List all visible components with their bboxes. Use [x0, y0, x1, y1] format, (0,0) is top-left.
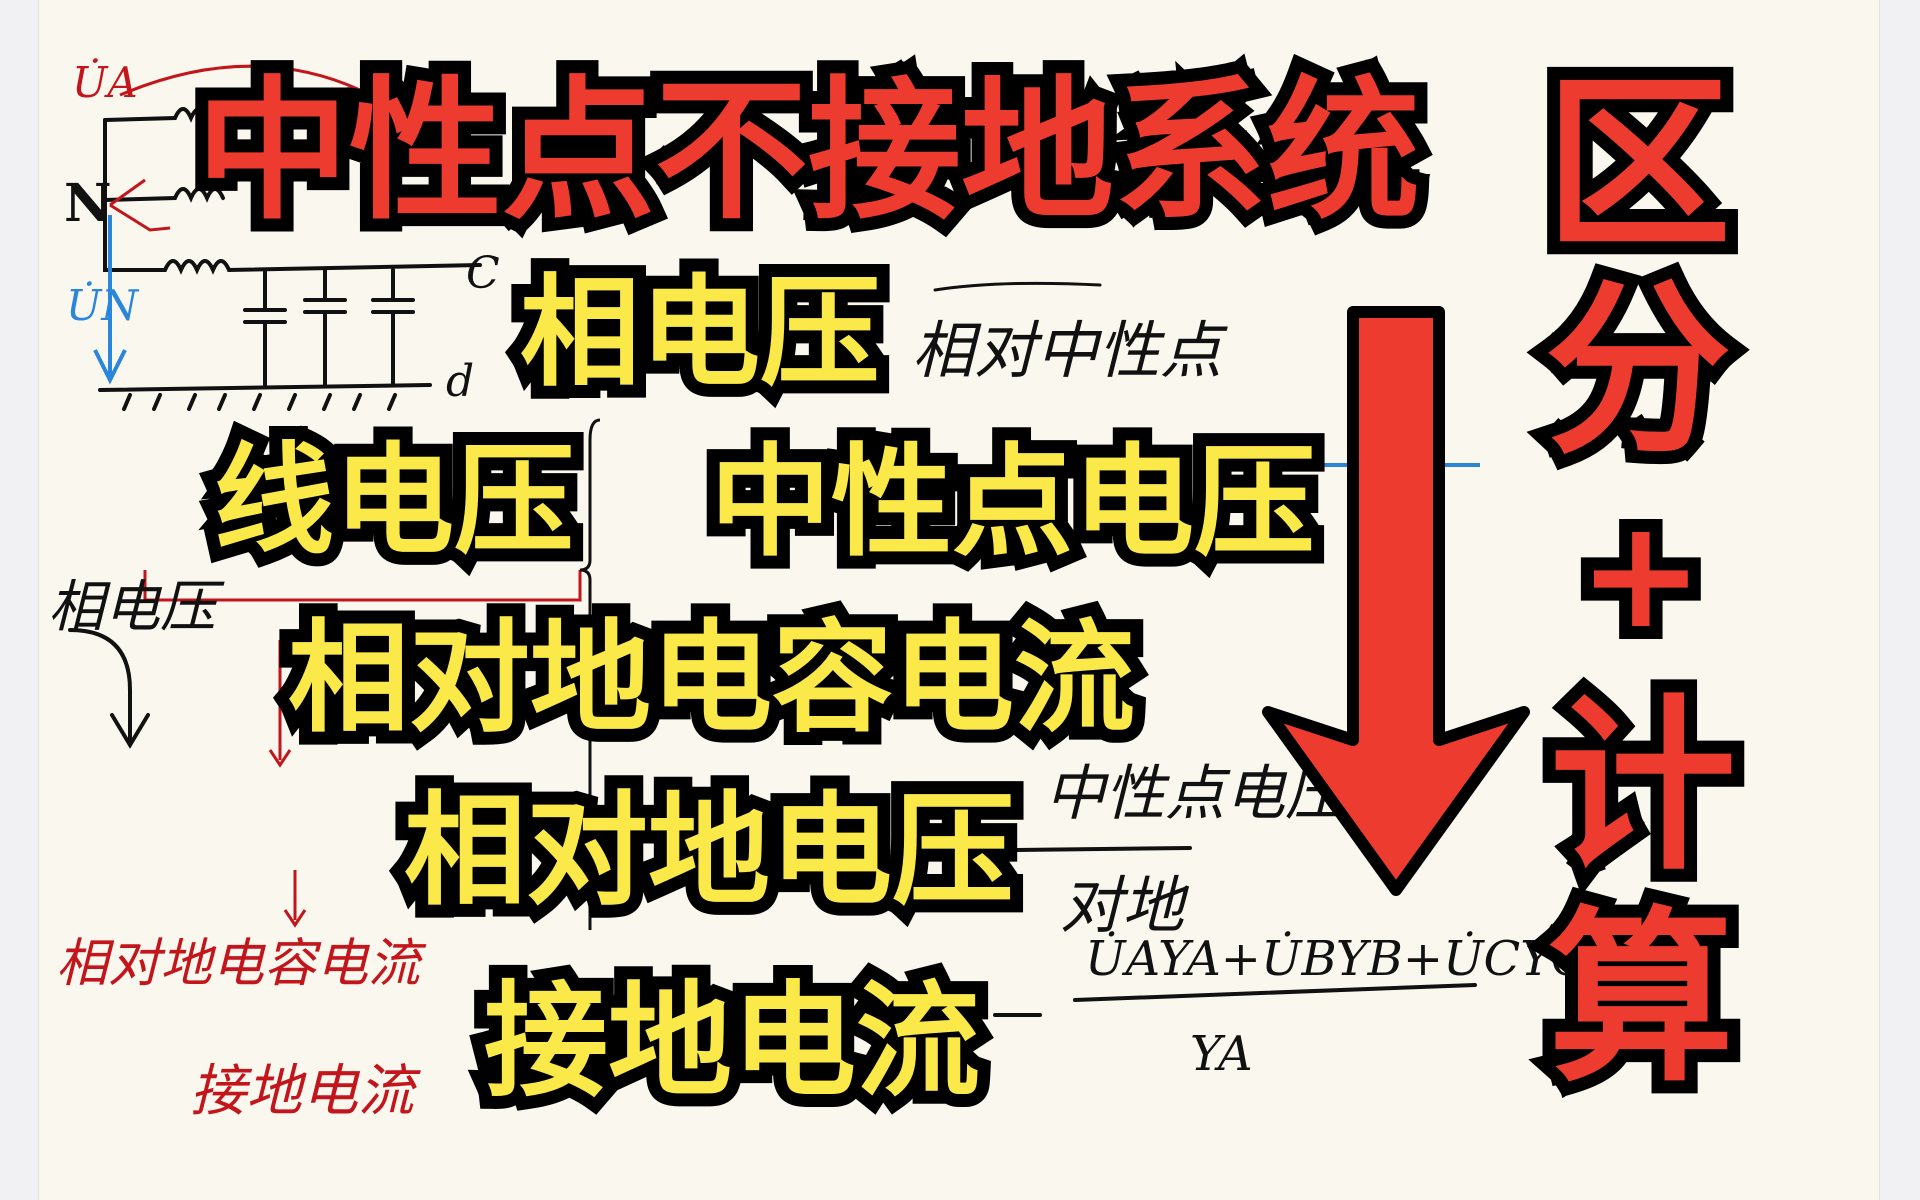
topic-line-voltage: 线电压 — [201, 429, 587, 575]
side-label-distinguish-2: 分 — [1532, 262, 1744, 479]
note-phase-voltage: 相电压 — [48, 575, 216, 640]
topic-neutral-voltage: 中性点电压 — [697, 429, 1328, 576]
note-n-label: N — [64, 173, 112, 234]
side-label-plus: + — [1565, 487, 1717, 663]
note-to-ground: 对地 — [1060, 869, 1185, 942]
side-label-distinguish-1: 区 — [1532, 56, 1744, 273]
page-edge-right — [1879, 0, 1920, 1200]
page-edge-left — [0, 0, 39, 1200]
topic-capacitive-current: 相对地电容电流 — [275, 605, 1148, 752]
note-c-label: C — [466, 248, 500, 299]
note-un: U̇N — [66, 281, 139, 330]
formula-denominator: YA — [1190, 1026, 1253, 1082]
page-title: 中性点不接地系统 — [183, 63, 1433, 242]
formula-numerator: U̇AYA+U̇BYB+U̇CYC — [1085, 931, 1588, 987]
topic-phase-to-ground-voltage: 相对地电压 — [391, 777, 1027, 925]
side-label-calc-2: 算 — [1535, 890, 1747, 1107]
note-neutral-voltage: 中性点电压 — [1045, 759, 1345, 829]
note-d-label: d — [446, 356, 475, 407]
note-ua: U̇A — [72, 58, 138, 107]
side-label-calc-1: 计 — [1537, 678, 1749, 895]
note-relative-neutral: 相对中性点 — [912, 314, 1223, 387]
topic-phase-voltage: 相电压 — [507, 261, 893, 407]
note-red-ground-current: 接地电流 — [190, 1059, 414, 1124]
topic-ground-current: 接地电流 — [471, 967, 993, 1117]
note-red-capacitive: 相对地电容电流 — [56, 934, 421, 994]
